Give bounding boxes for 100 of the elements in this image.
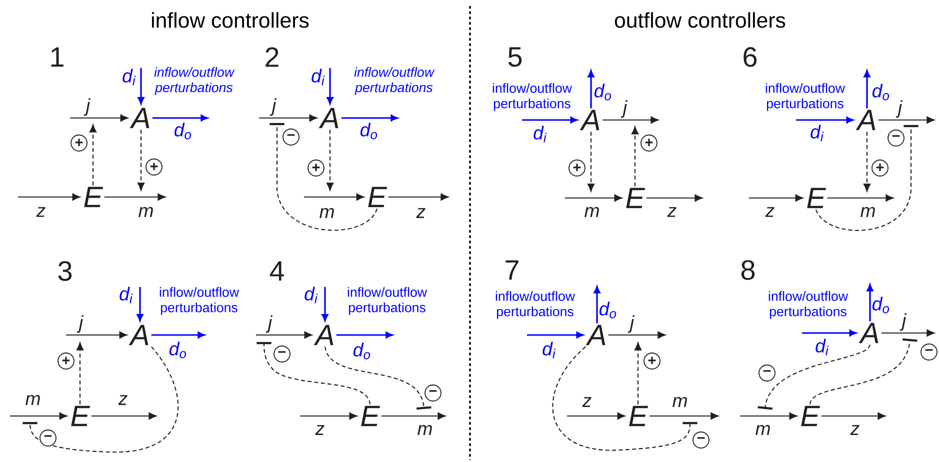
edge-label: z bbox=[765, 207, 774, 217]
edge-label: d$_{i}$ bbox=[816, 338, 829, 356]
dashed-arrow bbox=[76, 342, 84, 404]
arrow bbox=[878, 116, 935, 124]
edge-label: d$_{i}$ bbox=[810, 124, 824, 142]
edge-label: d$_{i}$ bbox=[304, 286, 318, 304]
arrow bbox=[300, 412, 358, 420]
edge-label: j bbox=[270, 98, 276, 116]
perturbation-label: inflow/outflow perturbations bbox=[354, 67, 435, 95]
node-letter: E bbox=[801, 406, 820, 426]
edge-label: m bbox=[26, 394, 40, 406]
node-letter: A bbox=[130, 108, 150, 128]
inhibition-line bbox=[270, 123, 378, 231]
arrow bbox=[567, 412, 626, 420]
panel-number: 7 bbox=[506, 260, 518, 280]
sign-label: − bbox=[282, 128, 300, 146]
arrow bbox=[70, 114, 128, 122]
arrow bbox=[66, 331, 128, 339]
edge-label: d$_{o}$ bbox=[360, 122, 378, 140]
arrow bbox=[341, 114, 398, 122]
edge-label: j bbox=[84, 98, 90, 116]
perturbation-label: inflow/outflow perturbations bbox=[160, 287, 240, 315]
sign-label: + bbox=[644, 352, 660, 370]
arrow bbox=[322, 287, 328, 322]
edge-label: z bbox=[315, 425, 324, 435]
edge-label: d$_{o}$ bbox=[174, 122, 192, 140]
inhibition-line bbox=[324, 346, 432, 410]
edge-label: m bbox=[672, 396, 687, 408]
inhibition-line bbox=[816, 125, 918, 231]
sign-label: + bbox=[70, 134, 88, 152]
perturbation-label: inflow/outflow perturbations bbox=[768, 291, 848, 319]
edge-label: j bbox=[628, 315, 634, 333]
sign-label: + bbox=[308, 160, 324, 176]
arrow bbox=[381, 412, 446, 420]
arrow bbox=[522, 116, 578, 124]
arrow bbox=[646, 194, 703, 202]
arrow bbox=[740, 412, 798, 420]
inhibition-line bbox=[758, 344, 870, 410]
panel-number: 2 bbox=[266, 47, 278, 67]
arrow bbox=[10, 412, 68, 420]
edge-label: m bbox=[138, 206, 153, 218]
arrow bbox=[388, 193, 449, 201]
edge-label: d$_{o}$ bbox=[353, 342, 370, 360]
inhibition-line bbox=[22, 346, 179, 453]
panel-number: 1 bbox=[51, 47, 64, 67]
edge-label: d$_{i}$ bbox=[542, 342, 556, 358]
arrow bbox=[527, 332, 584, 338]
edge-label: j bbox=[900, 313, 906, 331]
edge-label: z bbox=[667, 207, 676, 217]
edge-label: z bbox=[118, 395, 128, 405]
node-letter: E bbox=[84, 186, 104, 208]
node-letter: E bbox=[361, 406, 380, 426]
arrow bbox=[326, 68, 334, 104]
arrow bbox=[138, 68, 144, 104]
sign-label: + bbox=[640, 134, 658, 152]
arrow bbox=[608, 331, 666, 339]
edge-label: d$_{o}$ bbox=[599, 302, 616, 318]
panel-number: 3 bbox=[58, 261, 72, 281]
arrow bbox=[336, 332, 393, 338]
arrow bbox=[749, 194, 804, 202]
inhibition-line bbox=[810, 338, 918, 405]
edge-label: z bbox=[582, 397, 592, 407]
perturbation-label: inflow/outflow perturbations bbox=[154, 67, 235, 95]
arrow bbox=[821, 412, 886, 420]
dashed-arrow bbox=[137, 130, 145, 191]
perturbation-label: inflow/outflow perturbations bbox=[496, 291, 576, 319]
node-letter: E bbox=[71, 406, 90, 426]
node-letter: A bbox=[856, 110, 876, 130]
node-letter: E bbox=[626, 188, 646, 208]
arrow bbox=[151, 332, 205, 338]
node-letter: A bbox=[314, 324, 334, 346]
node-letter: E bbox=[629, 406, 648, 426]
node-letter: A bbox=[128, 324, 148, 346]
dashed-arrow bbox=[634, 342, 642, 404]
sign-label: − bbox=[424, 384, 442, 402]
arrow bbox=[802, 330, 856, 336]
edge-label: d$_{i}$ bbox=[122, 68, 136, 86]
edge-label: m bbox=[418, 424, 432, 436]
arrow bbox=[864, 70, 870, 108]
sign-label: + bbox=[58, 352, 74, 370]
sign-label: + bbox=[568, 160, 586, 176]
edge-label: j bbox=[620, 100, 628, 118]
sign-label: + bbox=[146, 158, 162, 176]
edge-label: d$_{o}$ bbox=[169, 342, 186, 358]
edge-label: m bbox=[584, 206, 599, 218]
node-letter: A bbox=[858, 322, 878, 344]
arrow bbox=[304, 193, 364, 201]
arrow bbox=[588, 70, 594, 108]
edge-label: d$_{o}$ bbox=[594, 84, 612, 100]
arrow bbox=[104, 193, 166, 201]
arrow bbox=[136, 287, 144, 322]
arrow bbox=[881, 329, 935, 337]
edge-label: j bbox=[266, 315, 272, 333]
arrow bbox=[602, 116, 659, 124]
sign-label: − bbox=[692, 432, 710, 448]
inhibition-line bbox=[552, 346, 698, 451]
arrow bbox=[565, 194, 622, 202]
edge-label: z bbox=[850, 425, 860, 435]
sign-label: − bbox=[888, 130, 904, 146]
edge-label: m bbox=[320, 208, 334, 218]
